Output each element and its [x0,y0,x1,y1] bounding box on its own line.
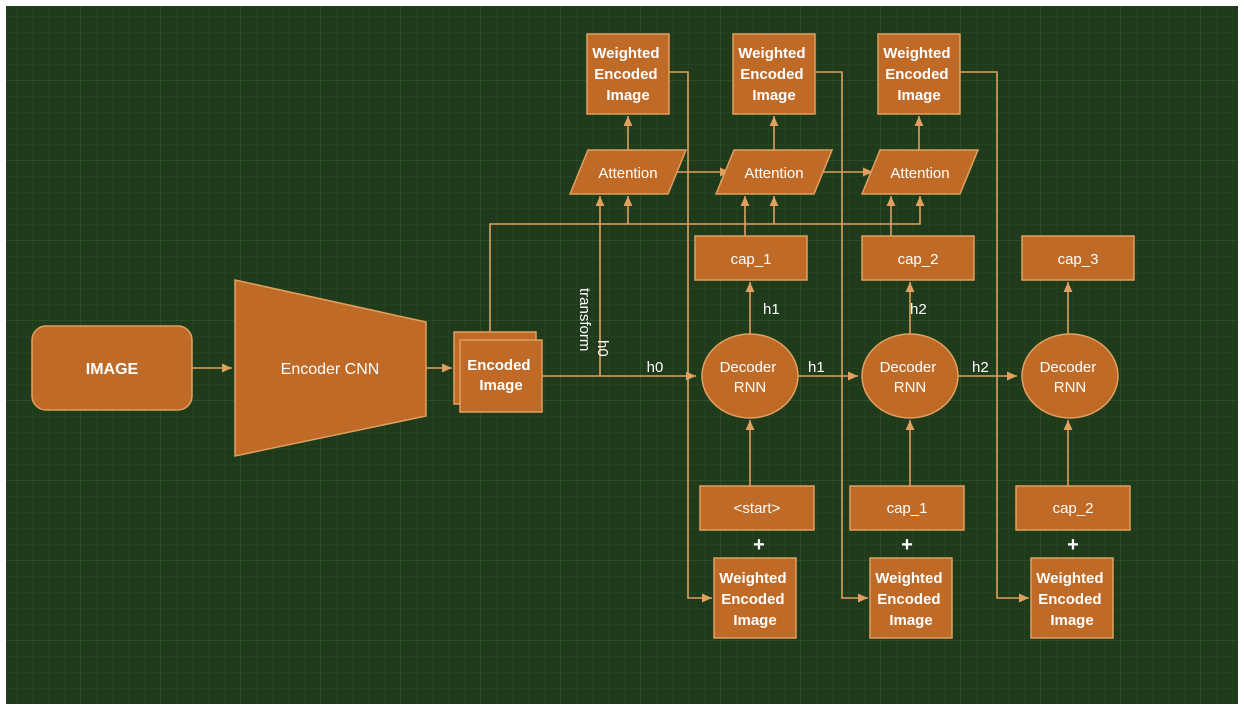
svg-text:Attention: Attention [890,165,949,182]
plus-sign-1: + [753,534,765,556]
cap-output-1: cap_1 [694,235,808,281]
svg-text:Weighted Encoded I: Weighted Encoded Image [875,570,946,629]
svg-text:Weighted Encoded I: Weighted Encoded Image [738,45,809,104]
svg-text:Attention: Attention [598,165,657,182]
edge-label-h0: h0 [647,359,664,376]
svg-text:cap_3: cap_3 [1058,251,1099,268]
svg-text:Decoder RNN: Decoder RNN [880,359,941,396]
plus-sign-3: + [1067,534,1079,556]
attention-node-3: Attention [860,149,980,195]
weighted-encoded-image-top-3: Weighted Encoded Image [877,33,961,115]
decoder-rnn-3: Decoder RNN [1021,333,1119,419]
svg-text:Weighted Encoded I: Weighted Encoded Image [592,45,663,104]
decoder-input-3: cap_2 [1015,485,1131,531]
weighted-encoded-image-bottom-1: Weighted Encoded Image [713,557,797,639]
svg-text:cap_2: cap_2 [1053,500,1094,517]
edge-weighted3-down [960,71,1029,603]
svg-text:Weighted Encoded I: Weighted Encoded Image [719,570,790,629]
weighted-encoded-image-top-1: Weighted Encoded Image [586,33,670,115]
attention-node-1: Attention [568,149,688,195]
svg-text:Attention: Attention [744,165,803,182]
encoded-image-node: Encoded Image [453,331,543,413]
svg-text:Weighted Encoded I: Weighted Encoded Image [883,45,954,104]
decoder-input-1: <start> [699,485,815,531]
encoded-image-label: Encoded Image [467,357,535,394]
edge-weighted2-down [815,71,868,603]
weighted-encoded-image-bottom-2: Weighted Encoded Image [869,557,953,639]
attention-node-2: Attention [714,149,834,195]
svg-text:<start>: <start> [734,500,781,517]
cap-output-2: cap_2 [861,235,975,281]
weighted-encoded-image-bottom-3: Weighted Encoded Image [1030,557,1114,639]
edge-weighted1-down [669,71,712,603]
plus-sign-2: + [901,534,913,556]
edge-label-h0-transform: h0 transform [576,288,611,361]
decoder-rnn-2: Decoder RNN [861,333,959,419]
edge-label-h1-up: h1 [763,301,780,318]
svg-text:cap_2: cap_2 [898,251,939,268]
image-node: IMAGE [31,325,193,411]
svg-text:cap_1: cap_1 [731,251,772,268]
edge-label-h1-right: h1 [808,359,825,376]
decoder-input-2: cap_1 [849,485,965,531]
svg-text:Weighted Encoded I: Weighted Encoded Image [1036,570,1107,629]
edge-label-h2-up: h2 [910,301,927,318]
encoder-cnn-label: Encoder CNN [281,361,380,378]
svg-text:Decoder RNN: Decoder RNN [1040,359,1101,396]
svg-text:cap_1: cap_1 [887,500,928,517]
decoder-rnn-1: Decoder RNN [701,333,799,419]
edge-label-h2-right: h2 [972,359,989,376]
encoder-cnn-node: Encoder CNN [234,279,427,457]
edges [192,71,1073,603]
image-label: IMAGE [86,361,139,378]
svg-text:Decoder RNN: Decoder RNN [720,359,781,396]
cap-output-3: cap_3 [1021,235,1135,281]
weighted-encoded-image-top-2: Weighted Encoded Image [732,33,816,115]
edge-encoded-to-attentions [489,196,925,332]
